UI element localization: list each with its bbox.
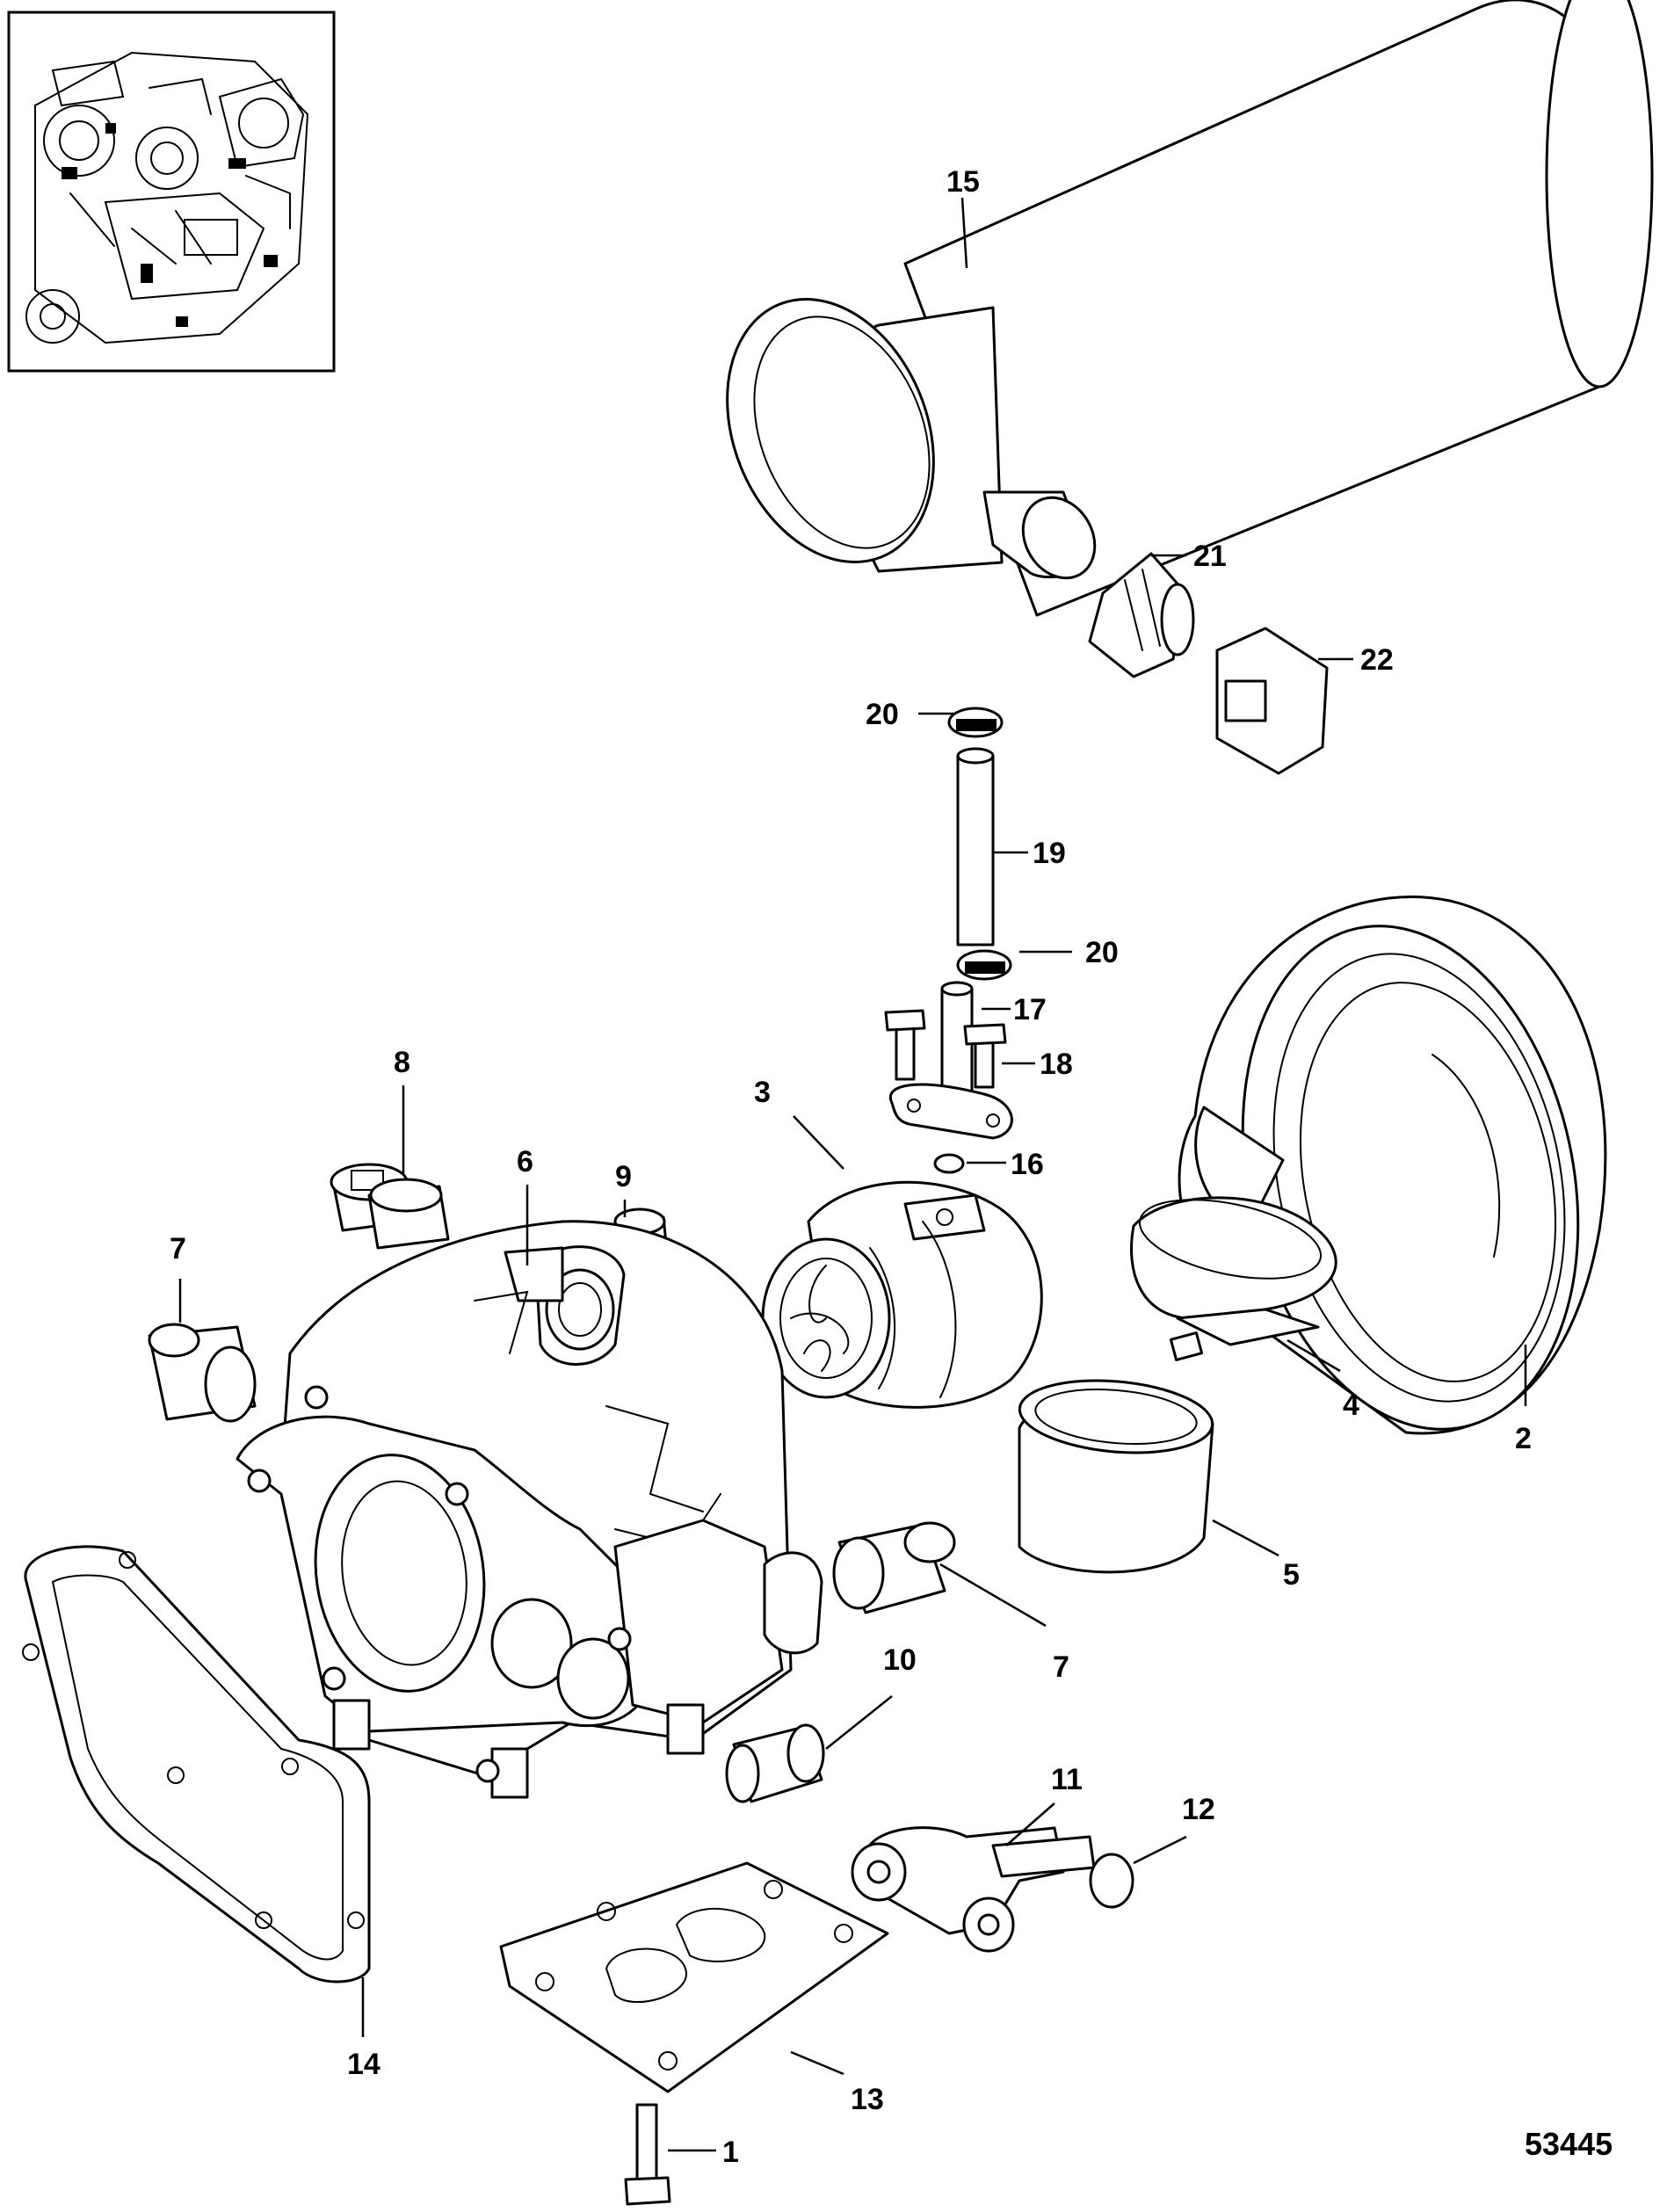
callout-14: 14 bbox=[347, 2048, 381, 2081]
callout-11: 11 bbox=[1051, 1763, 1083, 1796]
callout-7-right: 7 bbox=[1053, 1650, 1069, 1684]
part-21-fitting bbox=[1088, 552, 1195, 678]
callout-15: 15 bbox=[946, 165, 980, 199]
figure-number: 53445 bbox=[1525, 2126, 1613, 2162]
part-5-sleeve bbox=[1018, 1379, 1214, 1574]
callout-4: 4 bbox=[1343, 1389, 1359, 1422]
callout-16: 16 bbox=[1011, 1148, 1044, 1181]
callout-22: 22 bbox=[1360, 643, 1394, 677]
part-10-tube bbox=[725, 1723, 825, 1803]
part-6-turbine-housing bbox=[236, 1178, 823, 1799]
callout-17: 17 bbox=[1013, 993, 1047, 1026]
part-22-cap bbox=[1215, 627, 1329, 775]
part-2-compressor-cover bbox=[1178, 896, 1607, 1435]
callout-7-left: 7 bbox=[170, 1232, 186, 1266]
callout-5: 5 bbox=[1283, 1558, 1300, 1592]
engine-locator-thumbnail bbox=[7, 11, 336, 373]
part-16-o-ring bbox=[933, 1153, 965, 1174]
callout-21: 21 bbox=[1193, 540, 1227, 573]
part-19-hose bbox=[956, 747, 995, 946]
callout-20-lower: 20 bbox=[1085, 936, 1119, 969]
callout-2: 2 bbox=[1515, 1422, 1532, 1455]
part-7-hose-fitting-left bbox=[148, 1323, 257, 1423]
part-7-hose-fitting-right bbox=[832, 1521, 956, 1614]
part-15-air-silencer-housing bbox=[726, 0, 1654, 617]
callout-9: 9 bbox=[615, 1160, 632, 1193]
part-12-seal bbox=[1089, 1853, 1134, 1909]
part-17-elbow-fitting bbox=[888, 981, 1013, 1140]
part-13-gasket bbox=[499, 1861, 889, 2093]
callout-6: 6 bbox=[517, 1145, 533, 1179]
callout-8: 8 bbox=[394, 1046, 410, 1079]
callout-19: 19 bbox=[1033, 837, 1066, 870]
callout-20-upper: 20 bbox=[866, 698, 899, 731]
part-20-hose-clamp-lower bbox=[956, 949, 1012, 981]
part-4-v-band-clamp bbox=[1130, 1196, 1337, 1361]
callout-1: 1 bbox=[722, 2136, 739, 2169]
part-18-bolts bbox=[884, 1009, 1007, 1089]
callout-18: 18 bbox=[1040, 1048, 1073, 1081]
part-11-wastegate-lever bbox=[851, 1826, 1096, 1953]
callout-labels: 1 2 3 4 5 6 7 7 8 9 10 11 12 13 14 15 16… bbox=[170, 165, 1532, 2169]
leader-lines bbox=[178, 197, 1527, 2152]
callout-12: 12 bbox=[1182, 1793, 1215, 1826]
part-3-turbocharger-cartridge bbox=[761, 1180, 1043, 1409]
callout-13: 13 bbox=[851, 2083, 884, 2116]
callout-10: 10 bbox=[883, 1643, 917, 1677]
callout-3: 3 bbox=[754, 1076, 771, 1109]
part-14-housing-gasket bbox=[22, 1545, 371, 1984]
part-20-hose-clamp-upper bbox=[947, 707, 1004, 738]
part-1-bolt bbox=[624, 2103, 671, 2206]
